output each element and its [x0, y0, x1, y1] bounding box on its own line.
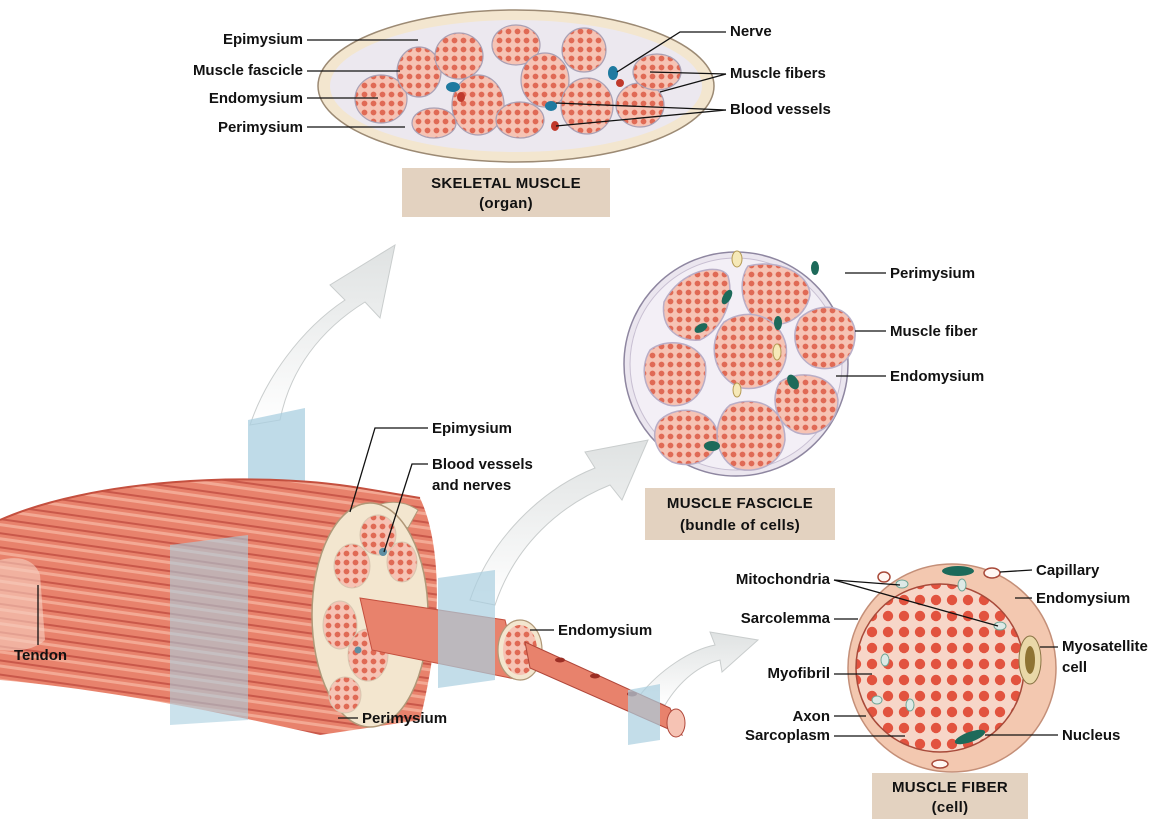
- label-muscle-fibers: Muscle fibers: [730, 65, 826, 82]
- label-tendon: Tendon: [14, 647, 67, 664]
- label-perimysium-organ: Perimysium: [218, 119, 303, 136]
- label-nerve: Nerve: [730, 23, 772, 40]
- label-mitochondria: Mitochondria: [736, 571, 831, 588]
- label-endomysium-muscle: Endomysium: [558, 622, 652, 639]
- skeletal-muscle-title: SKELETAL MUSCLE (organ): [402, 168, 610, 217]
- fiber-cross-section: [848, 564, 1056, 772]
- skeletal-muscle-cross-section: [318, 10, 714, 162]
- label-nucleus: Nucleus: [1062, 727, 1120, 744]
- label-epimysium-organ: Epimysium: [223, 31, 303, 48]
- capillary: [984, 568, 1000, 578]
- arrow-to-organ: [250, 245, 395, 425]
- title-line-1: MUSCLE FASCICLE: [667, 495, 813, 512]
- whole-muscle: [0, 408, 685, 745]
- label-axon: Axon: [793, 708, 831, 725]
- title-line-1: SKELETAL MUSCLE: [431, 175, 581, 192]
- label-muscle-fascicle: Muscle fascicle: [193, 62, 303, 79]
- section-plane-3: [438, 570, 495, 688]
- fiber-nucleus-top: [942, 566, 974, 576]
- label-sarcoplasm: Sarcoplasm: [745, 727, 830, 744]
- label-myosatellite-1: Myosatellite: [1062, 638, 1148, 655]
- label-blood-vessels: Blood vessels: [730, 101, 831, 118]
- label-blood-vessels-nerves-1: Blood vessels: [432, 456, 533, 473]
- title-line-2: (cell): [932, 799, 969, 816]
- fascicle-labels: Perimysium Muscle fiber Endomysium: [836, 265, 984, 385]
- section-plane-4: [628, 684, 660, 745]
- label-perimysium-muscle: Perimysium: [362, 710, 447, 727]
- label-endomysium-fiber: Endomysium: [1036, 590, 1130, 607]
- label-endomysium-organ: Endomysium: [209, 90, 303, 107]
- label-muscle-fiber: Muscle fiber: [890, 323, 978, 340]
- fiber-title: MUSCLE FIBER (cell): [872, 773, 1028, 819]
- section-plane-2: [170, 535, 248, 725]
- label-perimysium-fascicle: Perimysium: [890, 265, 975, 282]
- title-line-2: (bundle of cells): [680, 517, 800, 534]
- fascicle-cross-section: [624, 251, 855, 476]
- label-myofibril: Myofibril: [768, 665, 831, 682]
- title-line-1: MUSCLE FIBER: [892, 779, 1008, 796]
- label-myosatellite-2: cell: [1062, 659, 1087, 676]
- label-endomysium-fascicle: Endomysium: [890, 368, 984, 385]
- label-sarcolemma: Sarcolemma: [741, 610, 831, 627]
- fascicle-title: MUSCLE FASCICLE (bundle of cells): [645, 488, 835, 540]
- label-blood-vessels-nerves-2: and nerves: [432, 477, 511, 494]
- title-line-2: (organ): [479, 195, 533, 212]
- label-capillary: Capillary: [1036, 562, 1100, 579]
- label-epimysium-muscle: Epimysium: [432, 420, 512, 437]
